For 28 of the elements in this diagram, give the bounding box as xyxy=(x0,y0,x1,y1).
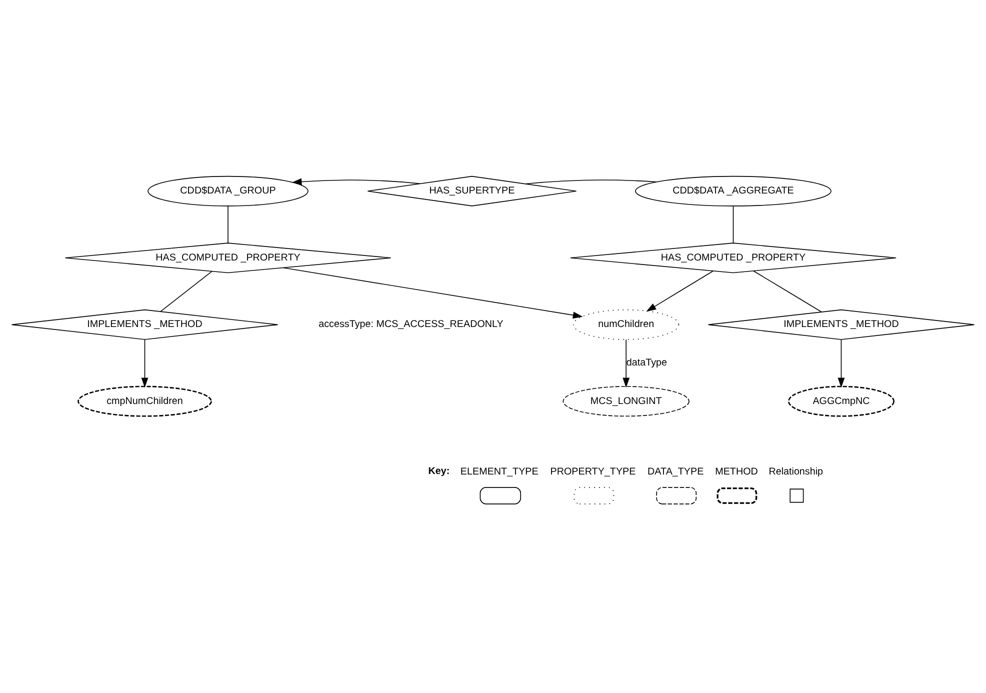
arrow xyxy=(141,339,148,388)
arrow xyxy=(646,270,714,312)
legend-label: Relationship xyxy=(768,466,824,478)
node-diamond: IMPLEMENTS _METHOD xyxy=(11,309,278,340)
node-ellipse: CDD$DATA _AGGREGATE xyxy=(635,176,832,206)
legend-label: PROPERTY_TYPE xyxy=(550,466,636,478)
node-diamond: HAS_COMPUTED _PROPERTY xyxy=(64,242,392,274)
legend-label: METHOD xyxy=(715,466,758,478)
connector xyxy=(525,180,657,184)
node-ellipse: AGGCmpNC xyxy=(788,386,895,417)
arrow xyxy=(292,178,420,186)
arrow xyxy=(282,267,583,319)
edge-label: dataType xyxy=(626,358,668,369)
connector xyxy=(160,270,212,312)
legend-label: DATA_TYPE xyxy=(648,466,704,478)
legend-label: ELEMENT_TYPE xyxy=(460,466,538,478)
label: Key: xyxy=(428,466,450,477)
node-ellipse: cmpNumChildren xyxy=(78,386,212,417)
arrow xyxy=(838,339,845,388)
node-diamond: HAS_SUPERTYPE xyxy=(367,176,577,206)
connector xyxy=(732,206,734,244)
node-diamond: HAS_COMPUTED _PROPERTY xyxy=(570,242,896,274)
connector xyxy=(753,270,822,312)
node-ellipse: MCS_LONGINT xyxy=(562,386,690,417)
node-diamond: IMPLEMENTS _METHOD xyxy=(708,309,975,340)
arrow xyxy=(622,339,630,388)
node-ellipse: CDD$DATA _GROUP xyxy=(148,176,308,206)
label: accessType: MCS_ACCESS_READONLY xyxy=(318,319,504,330)
